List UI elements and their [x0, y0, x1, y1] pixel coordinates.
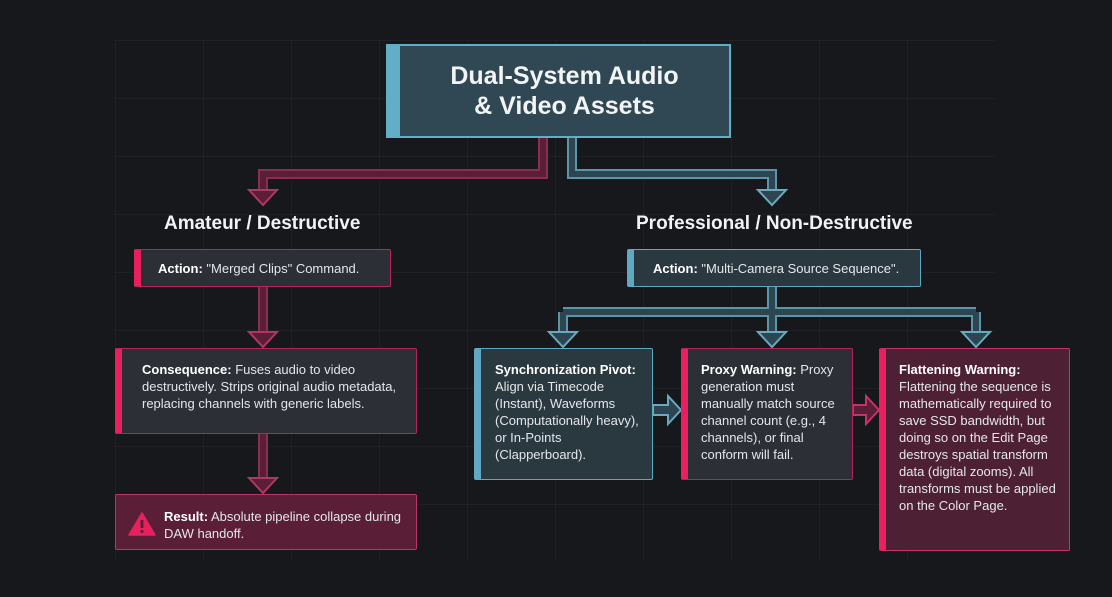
arrowhead-proxy: [755, 331, 789, 349]
arrow-sync-to-proxy: [652, 393, 683, 427]
left-consequence-label: Consequence:: [142, 362, 232, 377]
arrowhead-result: [246, 477, 280, 495]
proxy-warning-text: Proxy generation must manually match sou…: [701, 362, 835, 462]
left-branch-heading: Amateur / Destructive: [164, 213, 361, 234]
left-action-label: Action:: [158, 261, 203, 276]
connector-action-to-branches-inner: [560, 287, 979, 332]
arrow-proxy-to-flatten: [852, 393, 881, 427]
arrowhead-consequence: [246, 331, 280, 349]
root-title: Dual-System Audio & Video Assets: [450, 61, 678, 121]
proxy-warning-node: Proxy Warning: Proxy generation must man…: [681, 348, 853, 480]
arrowhead-left-heading: [246, 189, 280, 207]
connector-root-to-left: [258, 138, 548, 190]
right-action-node: Action: "Multi-Camera Source Sequence".: [627, 249, 921, 287]
right-action-text: "Multi-Camera Source Sequence".: [697, 261, 900, 276]
left-result-label: Result:: [164, 509, 209, 524]
warning-triangle-icon: [128, 512, 156, 536]
left-result-content: Result: Absolute pipeline collapse durin…: [164, 508, 408, 542]
root-node: Dual-System Audio & Video Assets: [386, 44, 731, 138]
left-result-text: Absolute pipeline collapse during DAW ha…: [164, 509, 402, 541]
connector-root-to-left-inner: [260, 138, 546, 190]
flattening-warning-node: Flattening Warning: Flattening the seque…: [879, 348, 1070, 551]
flattening-warning-label: Flattening Warning:: [899, 362, 1021, 377]
proxy-warning-label: Proxy Warning:: [701, 362, 797, 377]
connector-root-to-right-inner: [569, 138, 775, 190]
sync-pivot-node: Synchronization Pivot: Align via Timecod…: [474, 348, 653, 480]
left-consequence-text: Fuses audio to video destructively. Stri…: [142, 362, 397, 411]
arrowhead-right-heading: [755, 189, 789, 207]
left-consequence-node: Consequence: Fuses audio to video destru…: [115, 348, 417, 434]
sync-pivot-text: Align via Timecode (Instant), Waveforms …: [495, 379, 639, 462]
flattening-warning-text: Flattening the sequence is mathematicall…: [899, 379, 1056, 513]
left-result-node: Result: Absolute pipeline collapse durin…: [115, 494, 417, 550]
connector-root-to-right: [567, 138, 777, 190]
left-action-node: Action: "Merged Clips" Command.: [134, 249, 391, 287]
arrowhead-flatten: [959, 331, 993, 349]
root-title-line1: Dual-System Audio: [450, 62, 679, 90]
root-title-line2: & Video Assets: [474, 92, 655, 120]
right-action-label: Action:: [653, 261, 698, 276]
left-action-text: "Merged Clips" Command.: [202, 261, 360, 276]
right-branch-heading: Professional / Non-Destructive: [636, 213, 913, 234]
arrowhead-sync: [546, 331, 580, 349]
sync-pivot-label: Synchronization Pivot:: [495, 362, 636, 377]
